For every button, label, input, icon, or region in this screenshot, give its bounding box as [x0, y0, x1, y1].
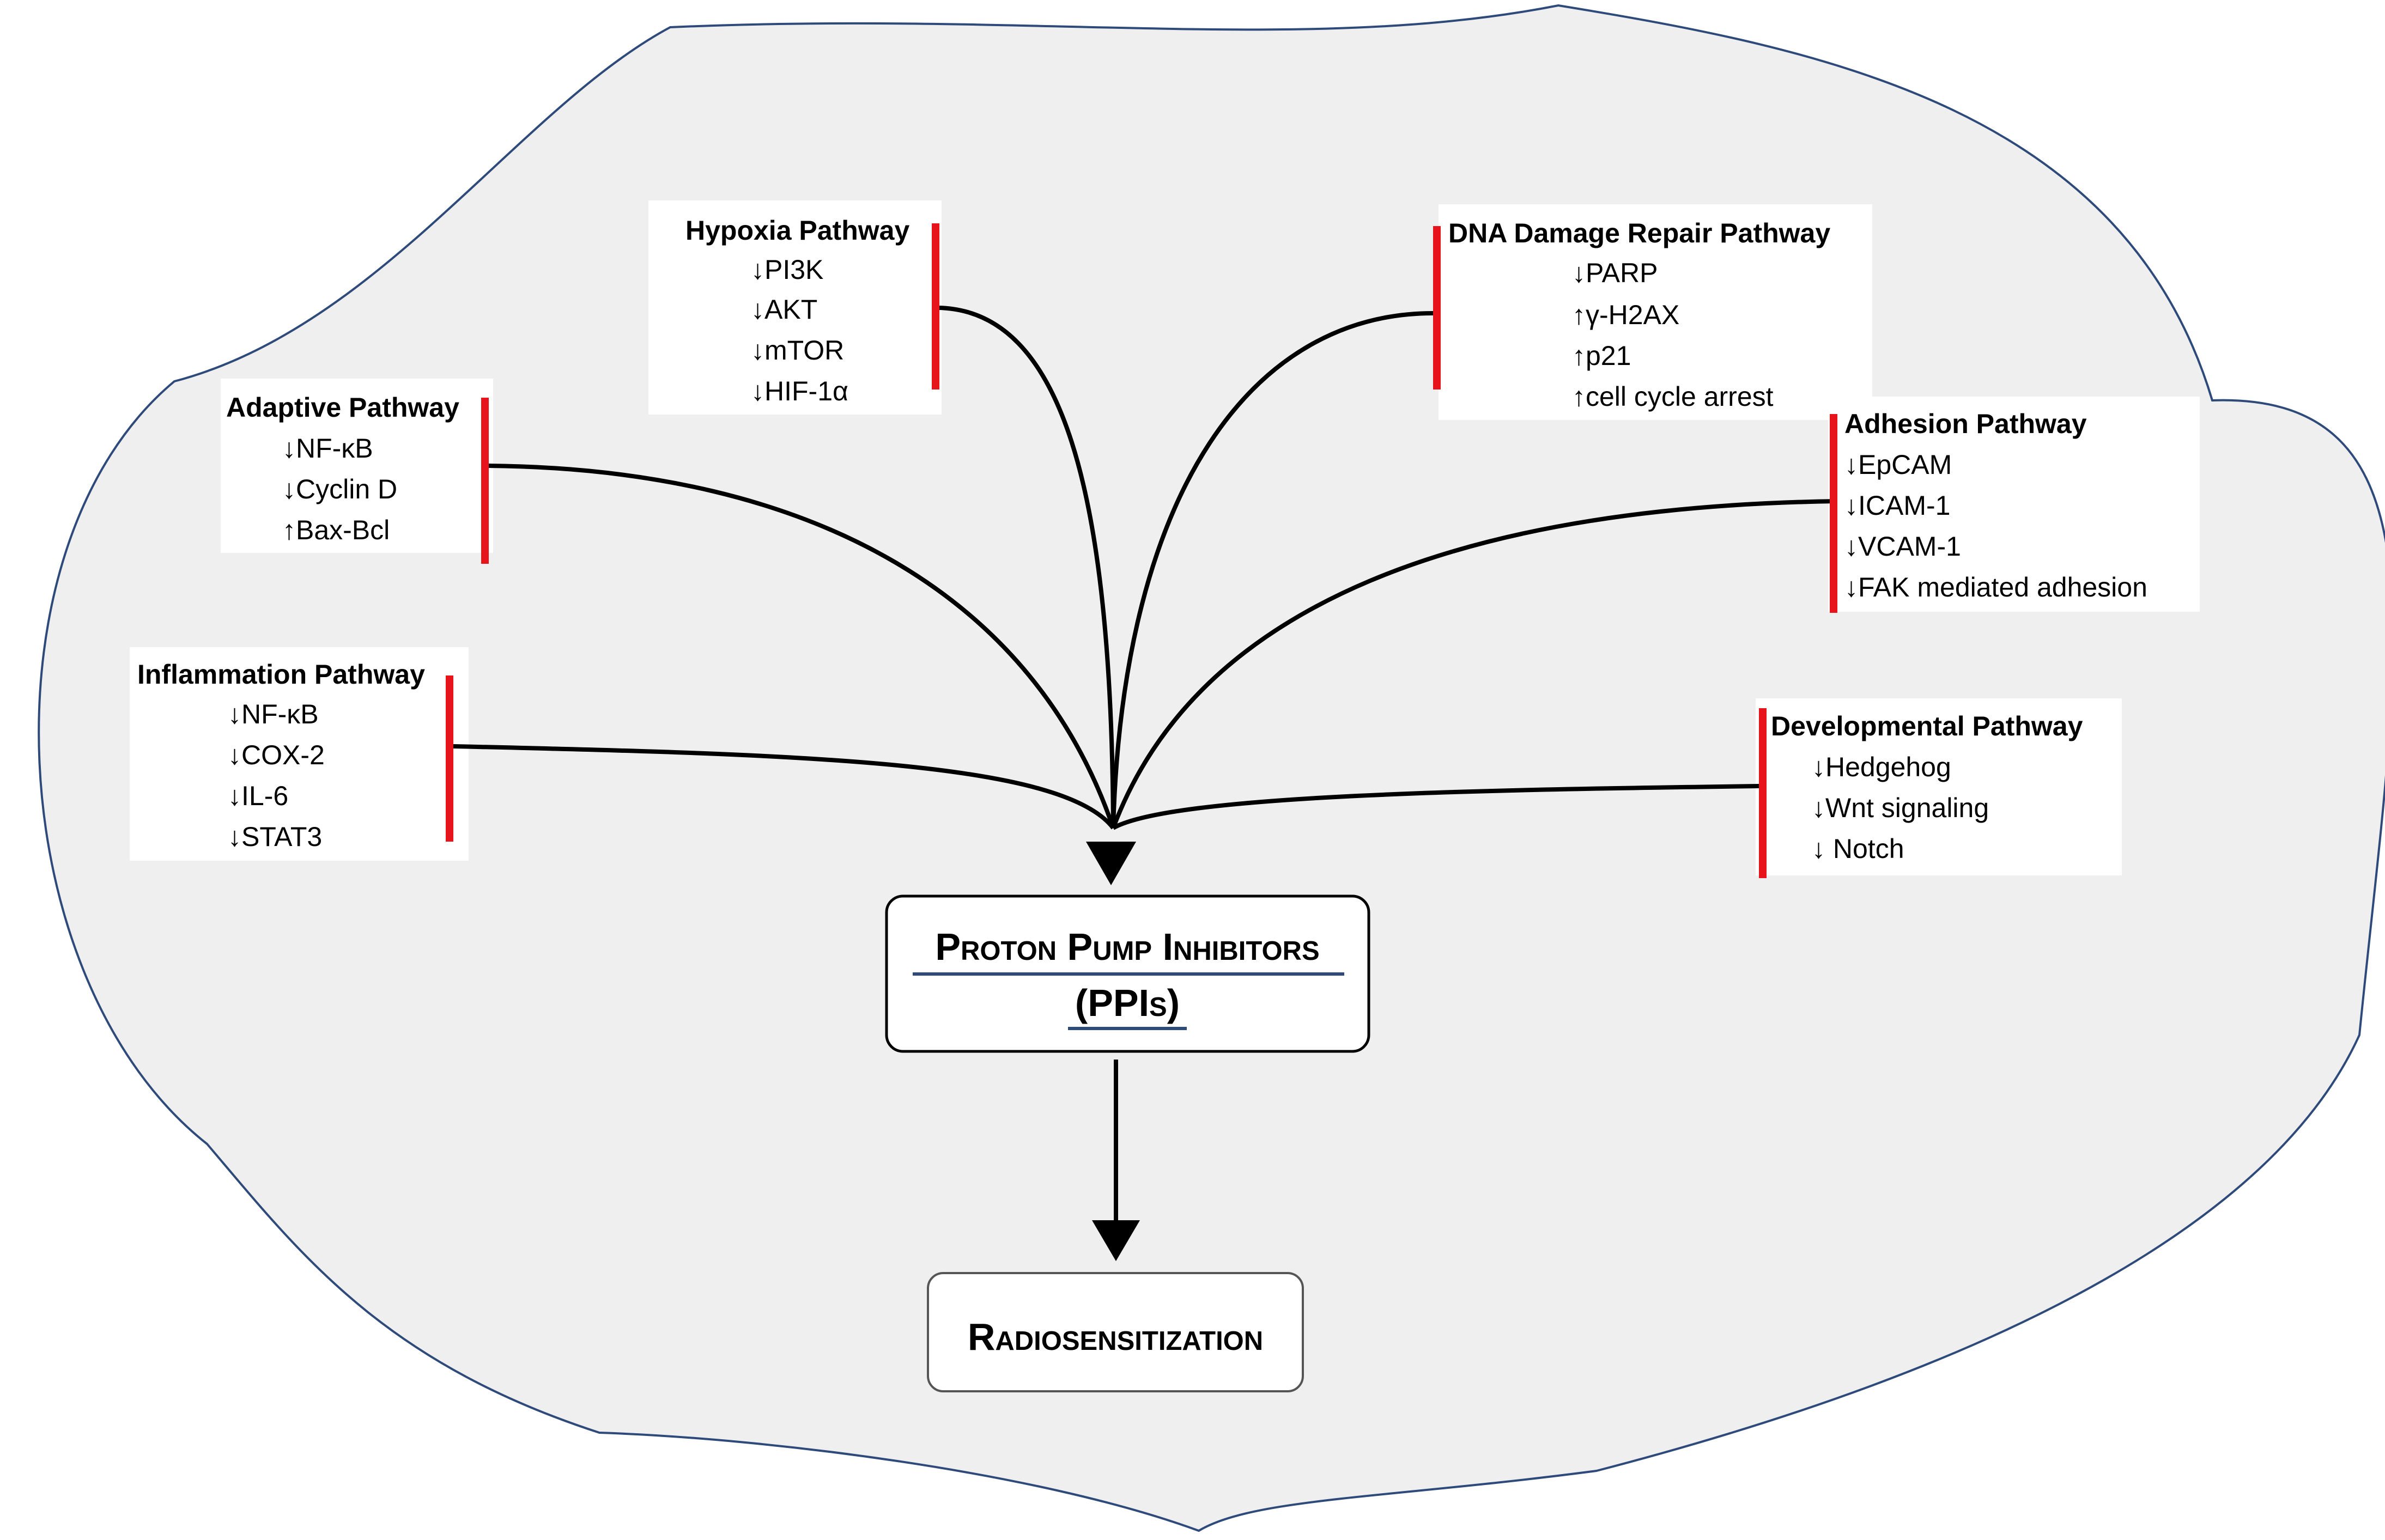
dna-item: ↑γ-H2AX [1572, 300, 1679, 330]
radiosensitization-box: Radiosensitization [927, 1272, 1304, 1392]
developmental-item: ↓ Notch [1812, 833, 1904, 864]
inhibit-bar-dna [1433, 226, 1441, 389]
connector-inflammation [453, 744, 1115, 830]
adaptive-item: ↓Cyclin D [282, 474, 397, 504]
developmental-item: ↓Hedgehog [1812, 752, 1951, 782]
inhibit-bar-adhesion [1830, 414, 1837, 613]
developmental-pathway-box: Developmental Pathway ↓Hedgehog ↓Wnt sig… [1756, 698, 2122, 875]
adhesion-pathway-box: Adhesion Pathway ↓EpCAM ↓ICAM-1 ↓VCAM-1 … [1828, 397, 2200, 612]
hypoxia-item: ↓HIF-1α [751, 376, 848, 406]
dna-item: ↓PARP [1572, 258, 1658, 288]
developmental-item: ↓Wnt signaling [1812, 793, 1989, 823]
adhesion-pathway-title: Adhesion Pathway [1844, 409, 2087, 439]
adaptive-item: ↑Bax-Bcl [282, 515, 390, 545]
inhibit-bar-inflammation [446, 675, 453, 842]
hypoxia-item: ↓mTOR [751, 335, 844, 366]
inflammation-item: ↓COX-2 [228, 740, 325, 770]
connector-adaptive [487, 464, 1115, 829]
adhesion-item: ↓ICAM-1 [1844, 490, 1950, 521]
ppi-title-line2-underline [1068, 1027, 1187, 1030]
hypoxia-pathway-title: Hypoxia Pathway [685, 215, 909, 246]
inflammation-item: ↓STAT3 [228, 821, 322, 852]
inhibit-bars [446, 223, 1837, 878]
hypoxia-item: ↓PI3K [751, 254, 823, 285]
connector-hypoxia [938, 306, 1115, 829]
developmental-pathway-title: Developmental Pathway [1771, 711, 2083, 741]
adaptive-pathway-title: Adaptive Pathway [226, 392, 459, 423]
adhesion-item: ↓FAK mediated adhesion [1844, 572, 2147, 602]
dna-damage-repair-pathway-box: DNA Damage Repair Pathway ↓PARP ↑γ-H2AX … [1439, 204, 1872, 420]
dna-item: ↑cell cycle arrest [1572, 381, 1774, 412]
inflammation-item: ↓IL-6 [228, 781, 288, 811]
inflammation-item: ↓NF-κB [228, 699, 319, 729]
inhibit-bar-adaptive [481, 398, 489, 564]
ppi-box: Proton Pump Inhibitors (PPIs) [885, 894, 1370, 1053]
connector-dna [1111, 311, 1438, 829]
arrowhead-into-outcome [1092, 1220, 1140, 1261]
inflammation-pathway-title: Inflammation Pathway [137, 659, 425, 690]
adaptive-item: ↓NF-κB [282, 433, 373, 464]
connectors [453, 306, 1837, 1223]
adhesion-item: ↓VCAM-1 [1844, 531, 1961, 562]
connector-developmental [1112, 784, 1759, 830]
connector-adhesion [1111, 499, 1837, 829]
hypoxia-pathway-box: Hypoxia Pathway ↓PI3K ↓AKT ↓mTOR ↓HIF-1α [648, 200, 942, 415]
ppi-title-line2: (PPIs) [1075, 982, 1180, 1024]
dna-pathway-title: DNA Damage Repair Pathway [1448, 218, 1830, 248]
adaptive-pathway-box: Adaptive Pathway ↓NF-κB ↓Cyclin D ↑Bax-B… [221, 379, 493, 553]
radiosensitization-label: Radiosensitization [968, 1316, 1263, 1358]
ppi-title-line1-underline [913, 972, 1344, 976]
ppi-title-line1: Proton Pump Inhibitors [935, 926, 1319, 968]
inhibit-bar-developmental [1759, 708, 1767, 878]
adhesion-item: ↓EpCAM [1844, 449, 1952, 480]
inhibit-bar-hypoxia [932, 223, 939, 389]
arrowhead-into-ppi [1086, 842, 1136, 885]
dna-item: ↑p21 [1572, 340, 1631, 371]
hypoxia-item: ↓AKT [751, 294, 817, 325]
inflammation-pathway-box: Inflammation Pathway ↓NF-κB ↓COX-2 ↓IL-6… [130, 647, 469, 861]
